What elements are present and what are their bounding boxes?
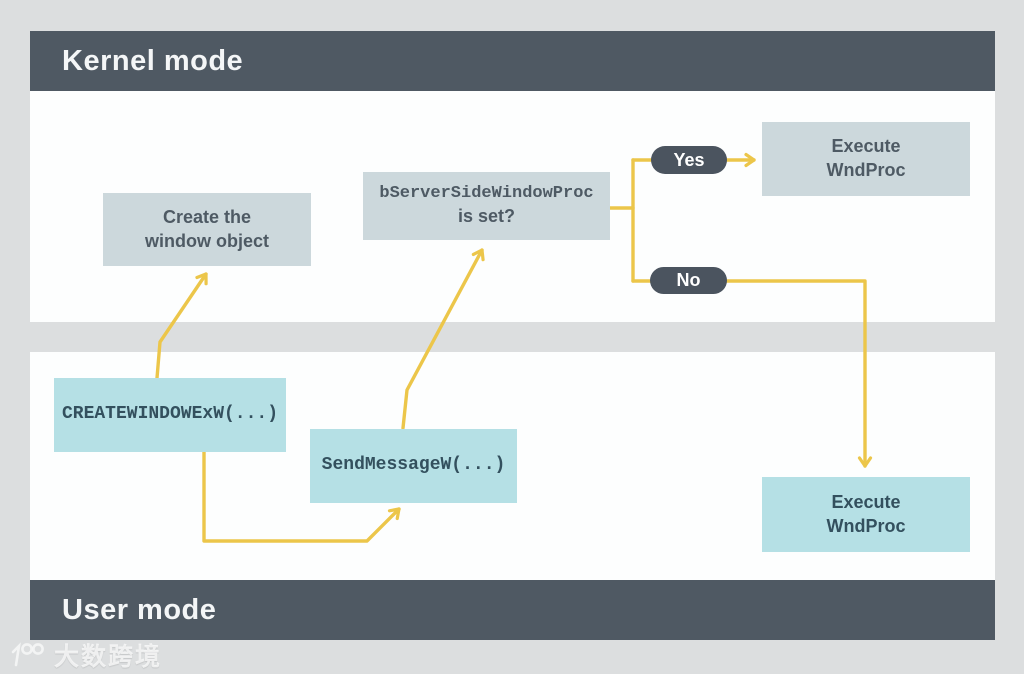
node-label-line: is set? xyxy=(457,206,516,227)
arrow-createwindow-to-sendmessage xyxy=(202,450,401,543)
kernel-mode-label: Kernel mode xyxy=(62,45,244,77)
branch-yes-label: Yes xyxy=(673,149,705,170)
node-label-line: bServerSideWindowProc xyxy=(379,184,594,204)
node-label-line: Execute xyxy=(831,136,901,157)
node-sendmessagew-call: SendMessageW(...) xyxy=(310,429,517,503)
node-label-line: window object xyxy=(145,230,269,251)
branch-no-label: No xyxy=(676,270,701,290)
node-bserversidewindowproc-check: bServerSideWindowProc is set? xyxy=(363,172,610,240)
node-create-window-object: Create the window object xyxy=(103,193,311,266)
node-label-line: WndProc xyxy=(826,515,906,536)
branch-pill-no: No xyxy=(650,267,727,294)
node-createwindowexw-call: CREATEWINDOWExW(...) xyxy=(54,378,286,452)
arrow-createwindow-to-createobject xyxy=(155,272,208,380)
branch-pill-yes: Yes xyxy=(651,146,727,174)
arrow-sendmessage-to-bserver xyxy=(401,248,485,430)
arrow-no-to-execwndproc xyxy=(631,279,873,468)
user-mode-band: User mode xyxy=(30,580,995,640)
node-label-line: Execute xyxy=(831,491,901,512)
node-execute-wndproc-user: Execute WndProc xyxy=(762,477,970,552)
kernel-mode-band: Kernel mode xyxy=(30,31,995,91)
node-label-line: CREATEWINDOWExW(...) xyxy=(61,404,279,425)
node-label-line: Create the xyxy=(162,206,252,227)
node-label-line: SendMessageW(...) xyxy=(321,455,506,476)
node-execute-wndproc-kernel: Execute WndProc xyxy=(762,122,970,196)
user-mode-label: User mode xyxy=(62,594,217,626)
node-label-line: WndProc xyxy=(826,160,906,180)
